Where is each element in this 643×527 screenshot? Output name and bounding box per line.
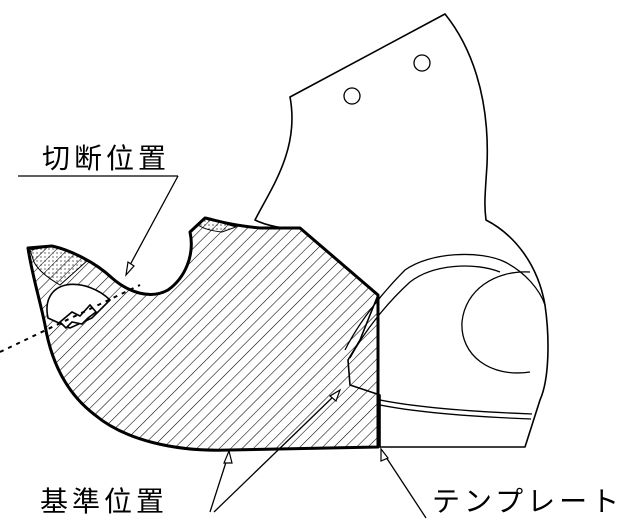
template-bottom-band-2	[379, 404, 532, 420]
reference-leader-1	[209, 455, 229, 513]
reference-arrow-1	[223, 449, 233, 464]
reference-arrow-2	[328, 388, 342, 403]
cut-position-label: 切断位置	[42, 142, 170, 175]
template-label: テンプレート	[432, 485, 623, 518]
template-circle-arc	[461, 271, 531, 374]
reference-position-label: 基準位置	[40, 485, 168, 518]
key-notch	[58, 303, 98, 330]
cut-line-dashed	[0, 284, 141, 353]
template-bottom-band	[379, 399, 533, 415]
template-arrow	[380, 447, 389, 462]
cut-position-leader	[129, 175, 179, 266]
upper-body-outline	[254, 13, 549, 448]
reference-leader-2	[213, 394, 336, 513]
hole-right	[413, 54, 431, 72]
hole-left	[343, 87, 361, 105]
cut-position-arrow	[125, 260, 135, 277]
cut-pocket	[46, 283, 112, 329]
hatched-cross-section	[26, 216, 380, 452]
dotted-area-left	[29, 245, 89, 286]
dotted-area-top	[197, 217, 238, 233]
template-leader	[383, 453, 427, 519]
